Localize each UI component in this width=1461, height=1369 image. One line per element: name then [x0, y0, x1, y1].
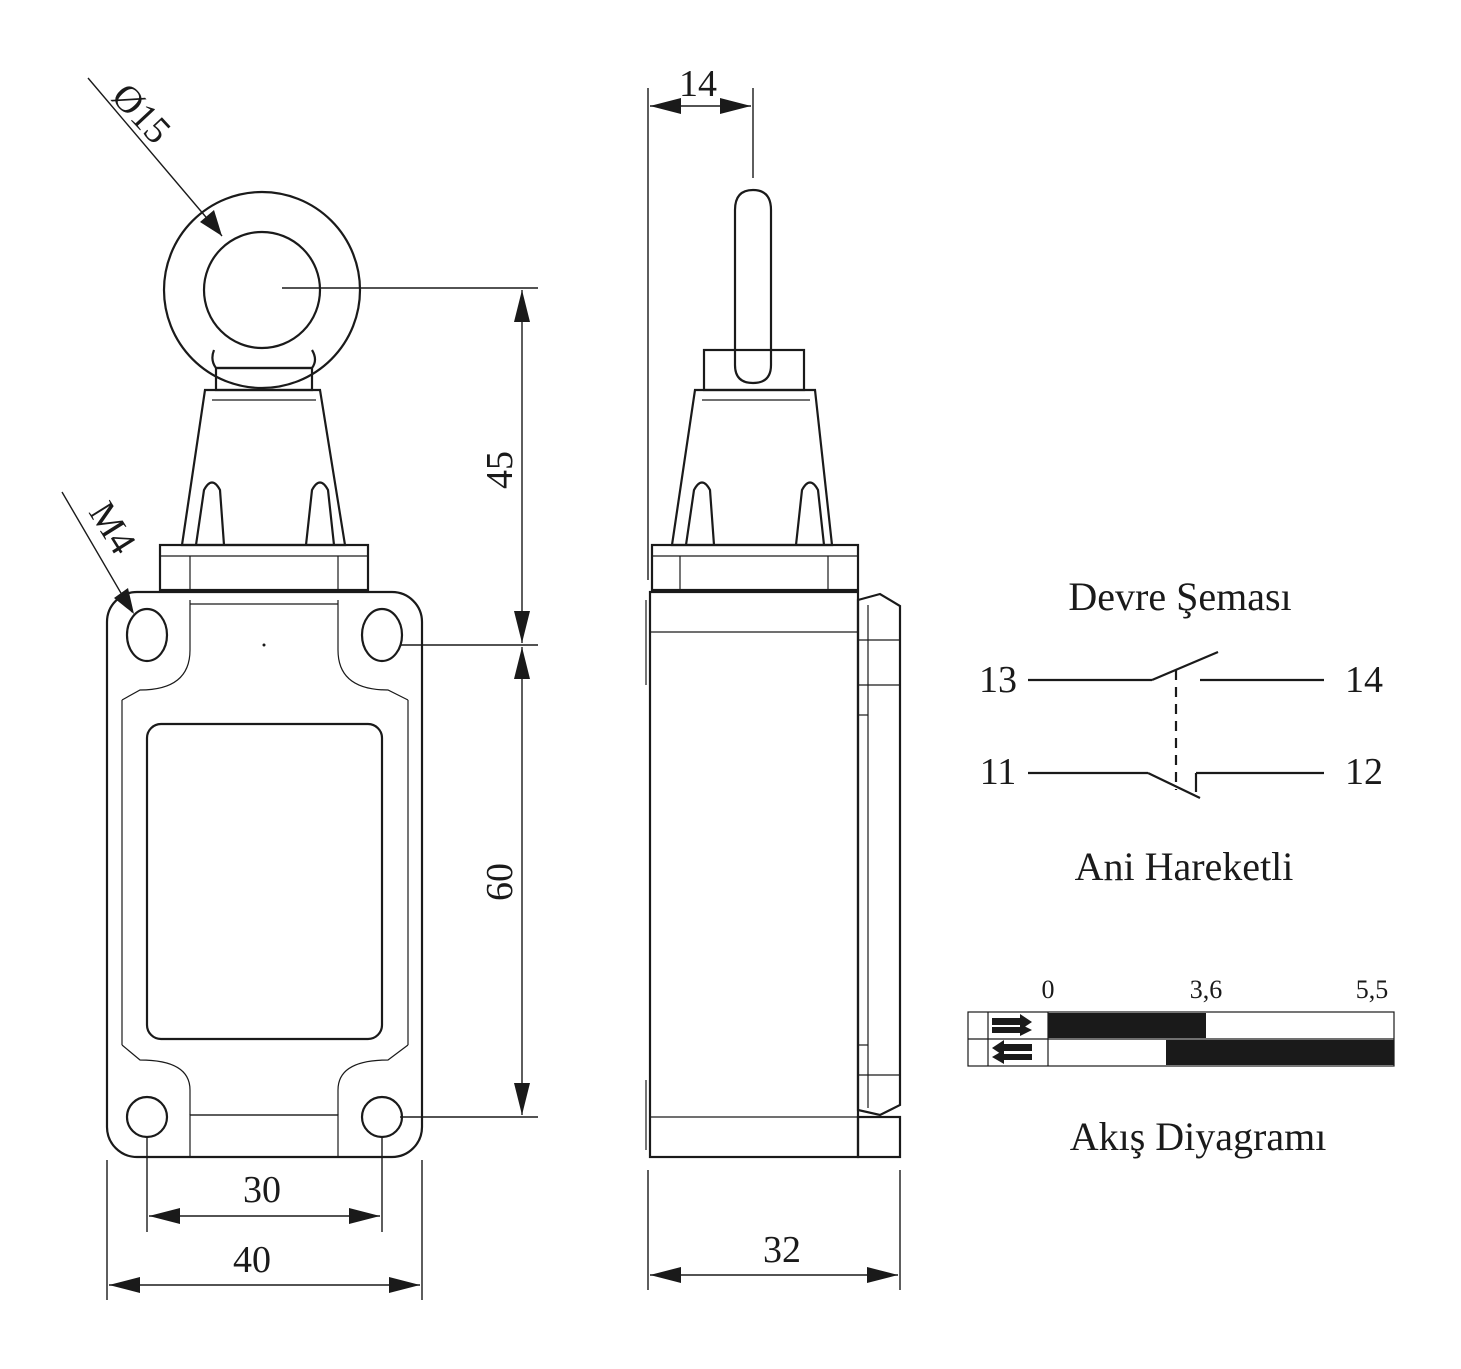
side-view: [645, 188, 902, 1159]
lever-offset-label: 14: [679, 63, 717, 105]
flow-tick-2: 5,5: [1356, 975, 1389, 1004]
flow-bar-reverse: [1166, 1040, 1394, 1065]
depth-side-label: 32: [763, 1229, 801, 1271]
pin-11: 11: [980, 751, 1017, 793]
roller-inner: [202, 230, 322, 350]
mounting-hole-tr: [360, 607, 404, 663]
diameter-label: Ø15: [103, 75, 178, 152]
thread-label: M4: [80, 495, 144, 562]
mounting-hole-tl: [125, 607, 169, 663]
flow-diagram: 0 3,6 5,5 Akış Diyagramı: [967, 975, 1395, 1159]
height-body-label: 60: [479, 863, 521, 901]
side-dimensions: 14 32: [647, 63, 901, 1290]
width-front-label: 40: [233, 1239, 271, 1281]
lever-arm: [733, 188, 773, 385]
hole-spacing-label: 30: [243, 1169, 281, 1211]
switch-housing: [105, 590, 424, 1159]
actuator-head: [180, 388, 347, 547]
roller-outer: [162, 190, 362, 390]
mounting-hole-br: [360, 1095, 404, 1139]
mounting-hole-bl: [125, 1095, 169, 1139]
pin-14: 14: [1345, 659, 1383, 701]
flow-bar-forward: [1048, 1013, 1206, 1038]
reverse-arrow-icon: [992, 1040, 1032, 1064]
side-cover: [856, 592, 902, 1117]
flow-tick-1: 3,6: [1190, 975, 1223, 1004]
label-window: [145, 722, 384, 1041]
flow-tick-0: 0: [1042, 975, 1055, 1004]
front-dimensions: Ø15 M4 45 60 30 40: [61, 75, 538, 1300]
side-body: [648, 590, 860, 1159]
circuit-diagram: Devre Şeması 13 14 11 12 Ani Hareketli: [979, 574, 1383, 889]
circuit-title: Devre Şeması: [1068, 574, 1291, 619]
pin-12: 12: [1345, 751, 1383, 793]
height-top-label: 45: [479, 451, 521, 489]
flow-title: Akış Diyagramı: [1070, 1114, 1327, 1159]
pin-13: 13: [979, 659, 1017, 701]
front-view: [105, 190, 424, 1159]
forward-arrow-icon: [992, 1014, 1032, 1036]
action-label: Ani Hareketli: [1075, 844, 1294, 889]
